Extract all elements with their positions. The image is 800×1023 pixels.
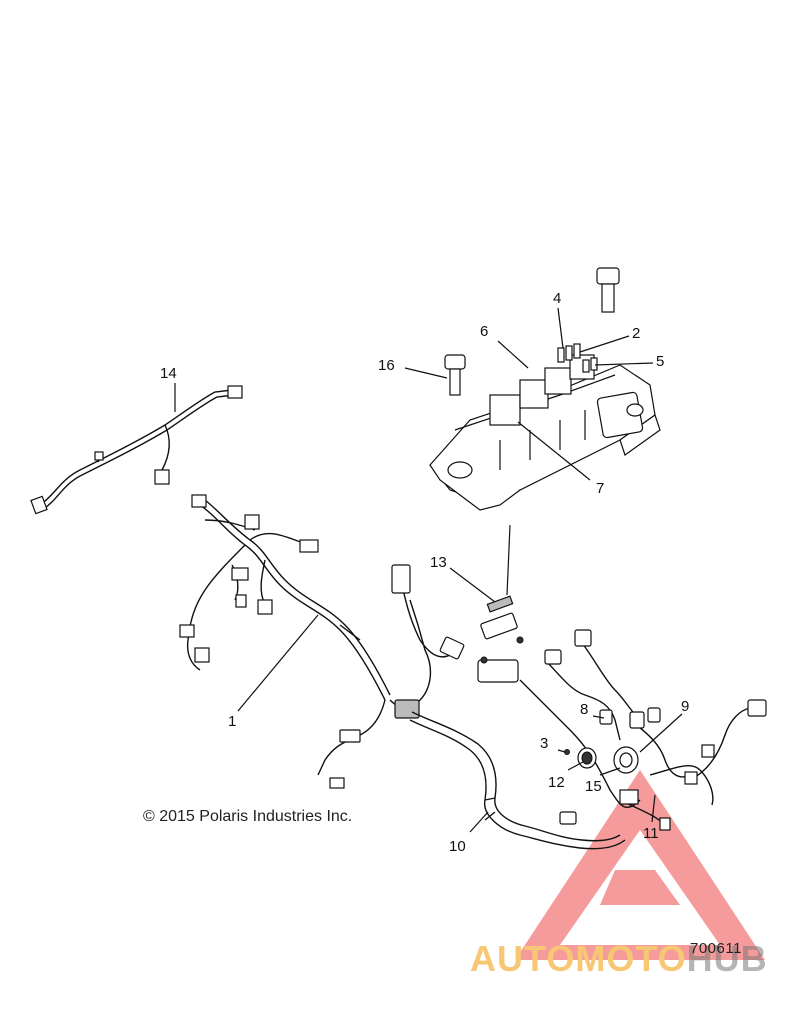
part-16-bolt bbox=[444, 354, 466, 396]
watermark-text-part-b: HUB bbox=[686, 938, 768, 979]
callout-3: 3 bbox=[540, 735, 548, 752]
bolt-top bbox=[596, 267, 620, 313]
callout-7: 7 bbox=[596, 480, 604, 497]
callout-13: 13 bbox=[430, 554, 447, 571]
watermark-text-part-a: AUTOMOTO bbox=[470, 938, 687, 979]
figure-number: 700611 bbox=[690, 940, 742, 957]
leader-lines bbox=[174, 307, 683, 833]
callout-16: 16 bbox=[378, 357, 395, 374]
callout-5: 5 bbox=[656, 353, 664, 370]
part-1-main-harness bbox=[179, 494, 465, 789]
callout-10: 10 bbox=[449, 838, 466, 855]
part-15-grommet bbox=[613, 746, 639, 774]
callout-labels: 1 2 3 4 5 6 7 8 9 10 11 12 13 14 15 16 bbox=[160, 290, 689, 855]
part-12-grommet bbox=[577, 747, 597, 769]
callout-6: 6 bbox=[480, 323, 488, 340]
part-13-connector bbox=[477, 595, 524, 683]
callout-14: 14 bbox=[160, 365, 177, 382]
part-3-fastener bbox=[564, 749, 570, 755]
callout-15: 15 bbox=[585, 778, 602, 795]
callout-1: 1 bbox=[228, 713, 236, 730]
fuse-box-assembly bbox=[429, 343, 661, 511]
callout-4: 4 bbox=[553, 290, 561, 307]
callout-8: 8 bbox=[580, 701, 588, 718]
callout-2: 2 bbox=[632, 325, 640, 342]
callout-12: 12 bbox=[548, 774, 565, 791]
right-harness-branch bbox=[519, 629, 767, 831]
callout-11: 11 bbox=[643, 825, 659, 842]
part-14-sub-harness bbox=[30, 385, 243, 515]
copyright-notice: © 2015 Polaris Industries Inc. bbox=[143, 808, 353, 825]
watermark-text: AUTOMOTOHUB bbox=[470, 938, 768, 980]
callout-9: 9 bbox=[681, 698, 689, 715]
watermark-logo-triangle bbox=[515, 770, 765, 960]
part-10-harness bbox=[409, 711, 626, 850]
